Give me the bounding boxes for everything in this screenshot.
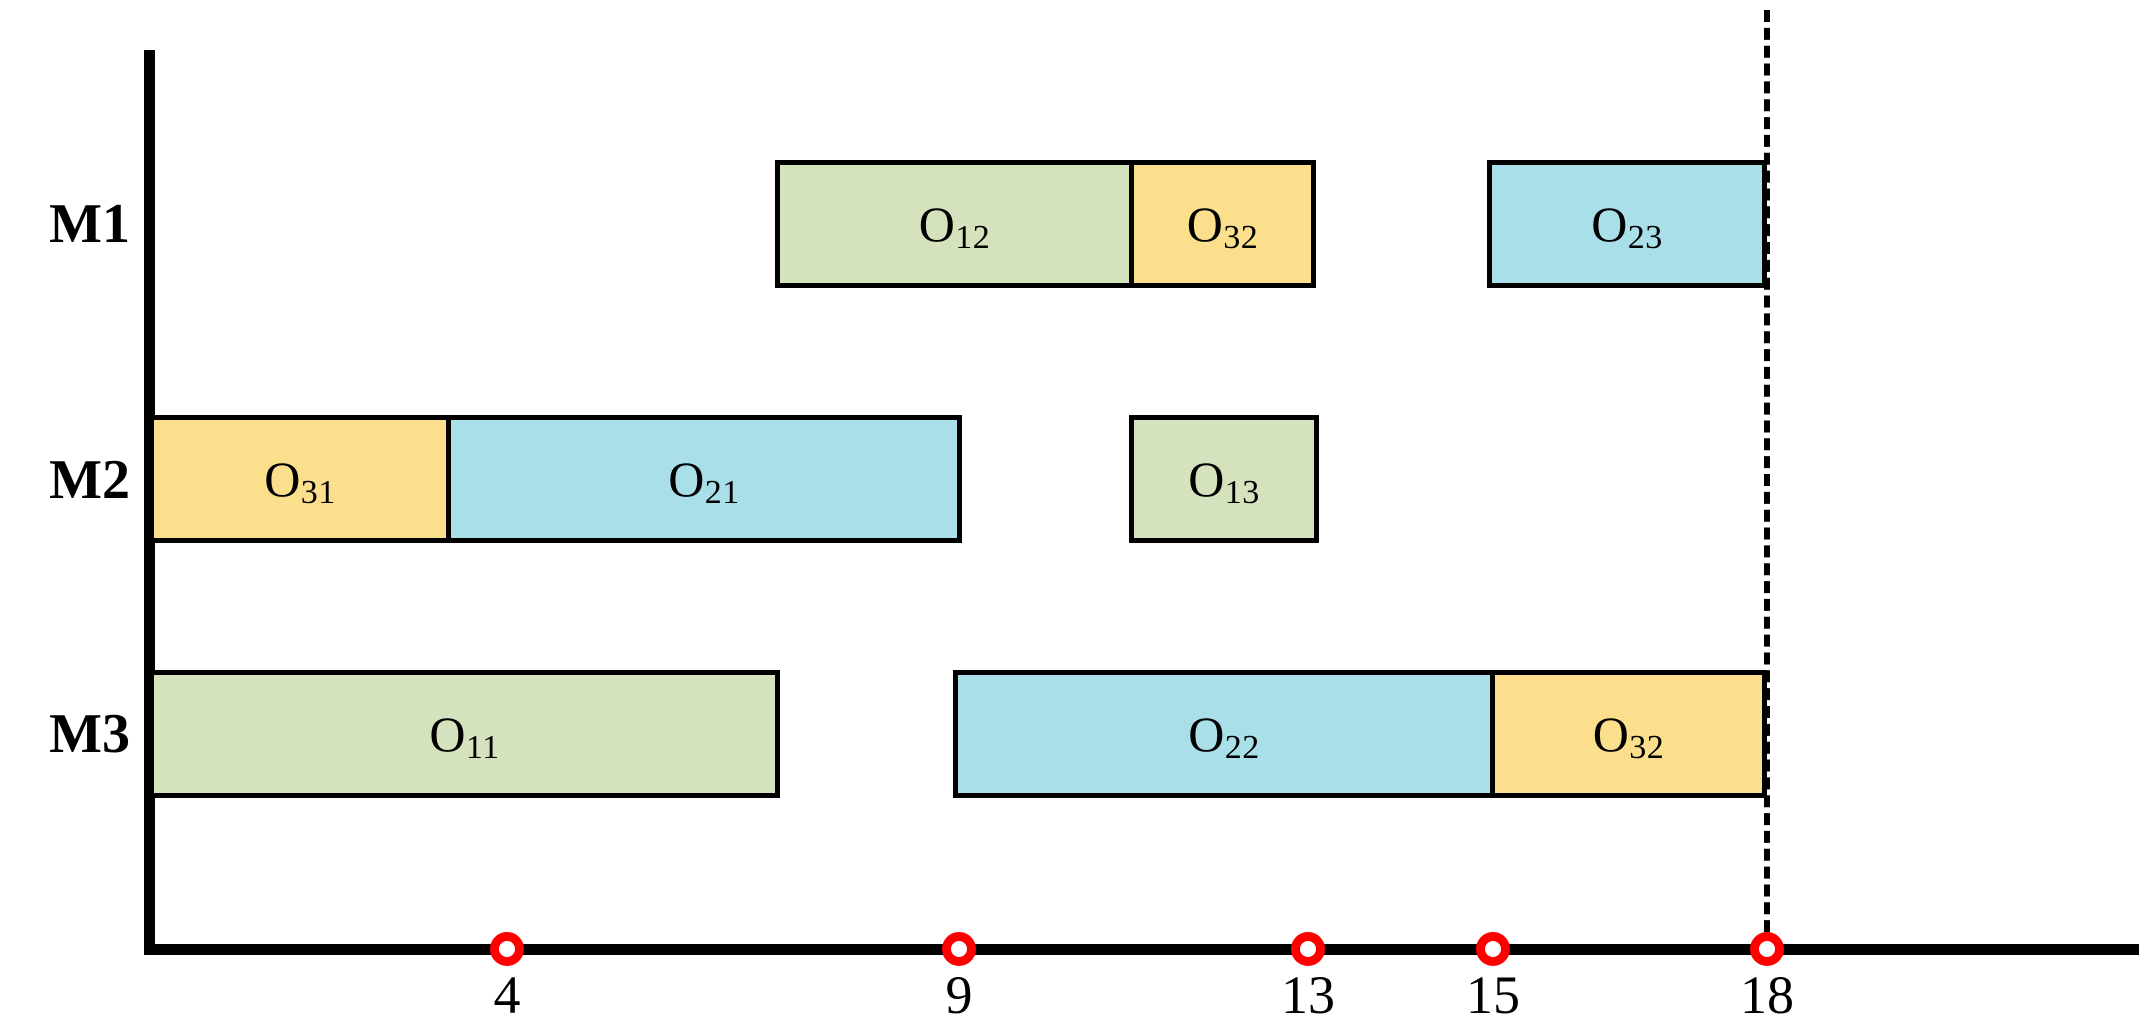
tick-marker-9[interactable] bbox=[942, 932, 976, 966]
task-label-o11: O11 bbox=[429, 706, 500, 767]
task-bar-o23[interactable]: O23 bbox=[1487, 160, 1767, 288]
makespan-dashed-line bbox=[1764, 10, 1770, 950]
task-label-o32-m1: O32 bbox=[1186, 196, 1259, 257]
task-bar-o21[interactable]: O21 bbox=[446, 415, 962, 543]
row-label-m3: M3 bbox=[49, 703, 130, 765]
task-label-o31: O31 bbox=[264, 451, 336, 512]
tick-label-15: 15 bbox=[1466, 965, 1520, 1025]
task-bar-o31[interactable]: O31 bbox=[149, 415, 451, 543]
tick-label-9: 9 bbox=[945, 965, 973, 1025]
task-bar-o22[interactable]: O22 bbox=[953, 670, 1495, 798]
task-bar-o32-m3[interactable]: O32 bbox=[1490, 670, 1767, 798]
task-label-o12: O12 bbox=[918, 196, 991, 257]
tick-marker-13[interactable] bbox=[1291, 932, 1325, 966]
tick-label-18: 18 bbox=[1740, 965, 1794, 1025]
task-label-o21: O21 bbox=[668, 451, 740, 512]
tick-label-13: 13 bbox=[1281, 965, 1335, 1025]
task-bar-o13[interactable]: O13 bbox=[1129, 415, 1319, 543]
task-bar-o12[interactable]: O12 bbox=[775, 160, 1134, 288]
row-label-m1: M1 bbox=[49, 193, 130, 255]
tick-label-4: 4 bbox=[493, 965, 521, 1025]
x-axis-line bbox=[144, 944, 2139, 955]
task-label-o23: O23 bbox=[1591, 196, 1663, 257]
task-label-o13: O13 bbox=[1188, 451, 1260, 512]
tick-marker-15[interactable] bbox=[1476, 932, 1510, 966]
tick-marker-18[interactable] bbox=[1750, 932, 1784, 966]
task-label-o32-m3: O32 bbox=[1592, 706, 1665, 767]
task-bar-o32-m1[interactable]: O32 bbox=[1129, 160, 1316, 288]
task-label-o22: O22 bbox=[1188, 706, 1260, 767]
tick-marker-4[interactable] bbox=[490, 932, 524, 966]
task-bar-o11[interactable]: O11 bbox=[149, 670, 780, 798]
row-label-m2: M2 bbox=[49, 449, 130, 511]
